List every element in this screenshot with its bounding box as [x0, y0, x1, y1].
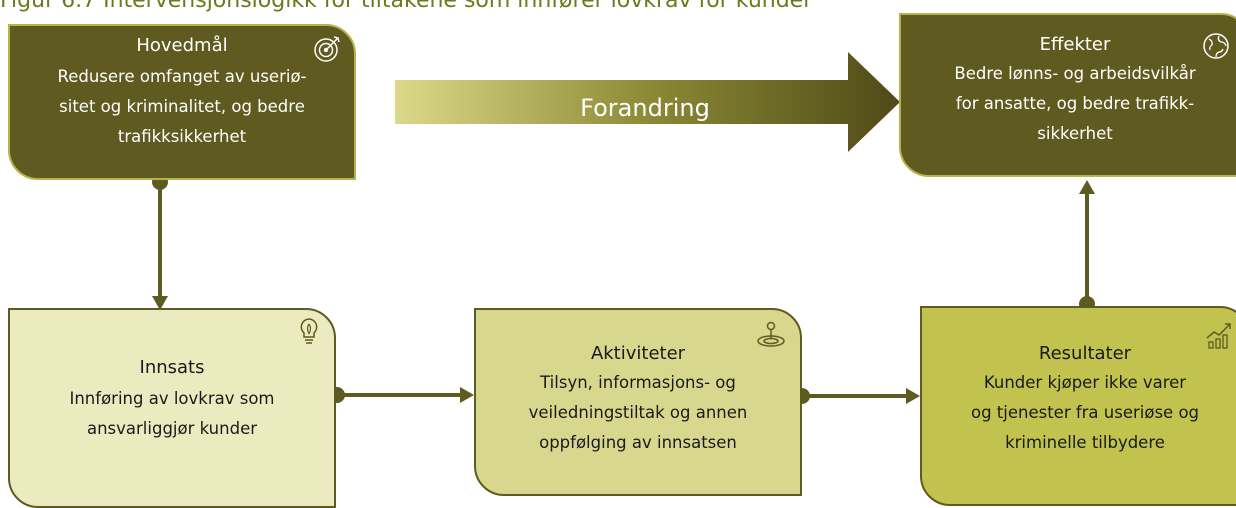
change-arrow-label: Forandring: [580, 94, 710, 122]
box-title: Resultater: [1038, 343, 1132, 364]
box-innsats: Innsats Innføring av lovkrav som ansvarl…: [8, 308, 336, 508]
change-arrow: [395, 52, 900, 152]
box-line: Innføring av lovkrav som: [69, 389, 275, 408]
box-line: Redusere omfanget av useriø-: [57, 67, 307, 86]
box-line: Bedre lønns- og arbeidsvilkår: [954, 64, 1196, 83]
growth-chart-icon: [1206, 323, 1231, 349]
lightbulb-icon: [300, 318, 318, 344]
box-effekter: Effekter Bedre lønns- og arbeidsvilkår f…: [899, 13, 1236, 177]
box-title: Aktiviteter: [590, 343, 686, 364]
box-line: veiledningstiltak og annen: [528, 403, 748, 422]
box-hovedmal: Hovedmål Redusere omfanget av useriø- si…: [8, 24, 356, 180]
connector-aktiviteter-resultater: [794, 388, 920, 404]
box-title: Hovedmål: [136, 35, 228, 56]
connector-innsats-aktiviteter: [329, 387, 474, 403]
figure-title: Figur 6.7 Intervensjonslogikk for tiltak…: [0, 0, 813, 13]
box-title: Effekter: [1039, 34, 1111, 55]
box-line: ansvarliggjør kunder: [86, 419, 258, 438]
box-line: oppfølging av innsatsen: [539, 433, 737, 452]
box-line: og tjenester fra useriøse og: [970, 403, 1200, 422]
target-icon: [314, 36, 340, 62]
box-line: sitet og kriminalitet, og bedre: [59, 97, 305, 116]
box-line: for ansatte, og bedre trafikk-: [955, 94, 1195, 113]
box-title: Innsats: [139, 357, 205, 378]
box-resultater: Resultater Kunder kjøper ikke varer og t…: [920, 306, 1236, 506]
connector-resultater-effekter: [1079, 180, 1095, 312]
box-line: Tilsyn, informasjons- og: [540, 373, 736, 392]
connector-hovedmal-innsats: [152, 174, 168, 310]
box-line: Kunder kjøper ikke varer: [983, 373, 1187, 392]
box-line: sikkerhet: [1037, 124, 1113, 143]
person-target-icon: [757, 321, 785, 347]
box-line: trafikksikkerhet: [117, 127, 247, 146]
box-line: kriminelle tilbydere: [1005, 433, 1165, 452]
globe-icon: [1203, 33, 1229, 59]
box-aktiviteter: Aktiviteter Tilsyn, informasjons- og vei…: [474, 308, 802, 496]
